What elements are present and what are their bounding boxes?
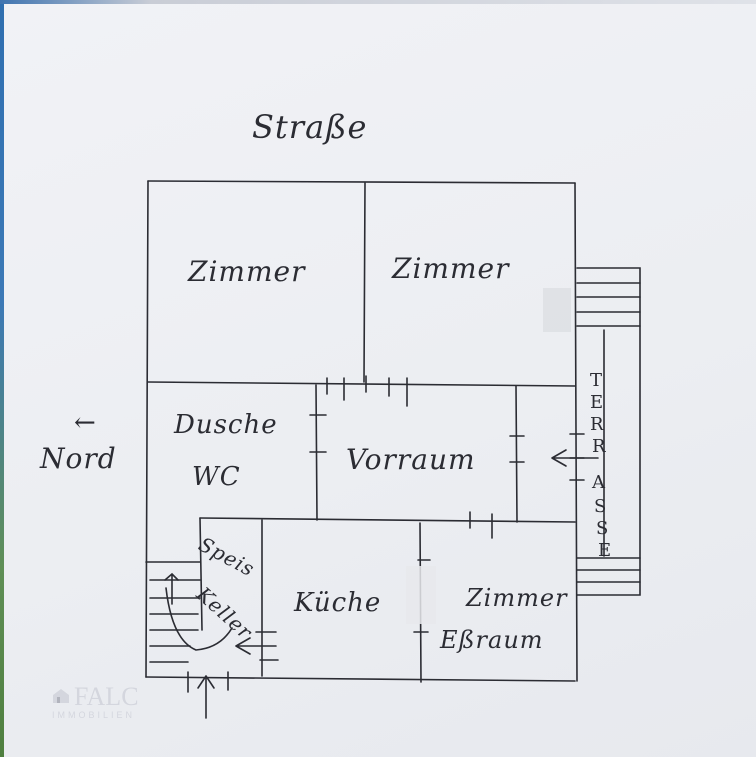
- outer-wall-left: [145, 180, 149, 678]
- tape-center: [406, 566, 436, 624]
- outer-wall-bottom: [145, 676, 576, 682]
- photo-edge-top: [0, 0, 756, 4]
- terrasse-letter: R: [590, 414, 605, 435]
- room-label-zimmer-right: Zimmer: [392, 252, 510, 285]
- wall-kitchen-top: [199, 517, 576, 523]
- street-label: Straße: [252, 108, 368, 146]
- terrasse-letter: R: [592, 436, 607, 457]
- terrasse-letter: E: [590, 392, 605, 413]
- wall-hallway-top: [147, 381, 576, 387]
- room-label-zimmer-essraum-2: Eßraum: [440, 626, 544, 654]
- stairs: [149, 579, 201, 663]
- north-label: Nord: [40, 442, 117, 475]
- outer-wall-top: [147, 180, 576, 184]
- room-label-zimmer-left: Zimmer: [188, 255, 306, 288]
- outer-wall-right: [574, 182, 578, 682]
- terrace-steps-bottom: [576, 557, 641, 583]
- terrasse-letter: S: [596, 518, 610, 539]
- door-ticks-vorraum-right: [509, 435, 525, 463]
- wall-vorraum-right: [515, 385, 518, 523]
- door-ticks-vorraum-left: [309, 414, 327, 453]
- room-label-zimmer-essraum-1: Zimmer: [466, 584, 568, 612]
- terrace-entry-arrow: [551, 449, 599, 467]
- terrasse-letter: T: [590, 370, 604, 391]
- logo-subtitle: IMMOBILIEN: [52, 710, 136, 720]
- room-label-kueche: Küche: [294, 588, 382, 618]
- terrace-outline: [576, 267, 641, 596]
- house-icon: [53, 689, 69, 703]
- tape-top-right: [543, 288, 571, 332]
- north-arrow-icon: ←: [74, 408, 97, 438]
- stair-curve: [165, 587, 233, 651]
- door-ticks-kitchen: [413, 511, 493, 633]
- stair-arrow: [164, 572, 179, 605]
- room-label-wc: WC: [192, 462, 241, 492]
- wall-between-zimmer: [363, 182, 366, 383]
- terrace-steps-top: [576, 282, 641, 327]
- terrasse-letter: A: [592, 472, 606, 493]
- door-ticks-hallway: [326, 375, 408, 407]
- door-ticks-terrace: [569, 433, 585, 481]
- main-entrance-arrow: [187, 671, 229, 719]
- photo-edge-left: [0, 0, 4, 757]
- keller-entry-arrow: [235, 631, 279, 661]
- room-label-dusche: Dusche: [174, 410, 278, 440]
- logo-name: FALC: [74, 682, 139, 711]
- terrasse-letter: S: [594, 496, 608, 517]
- room-label-vorraum: Vorraum: [346, 443, 476, 476]
- wall-speis-left: [199, 517, 203, 631]
- terrasse-letter: E: [598, 540, 613, 561]
